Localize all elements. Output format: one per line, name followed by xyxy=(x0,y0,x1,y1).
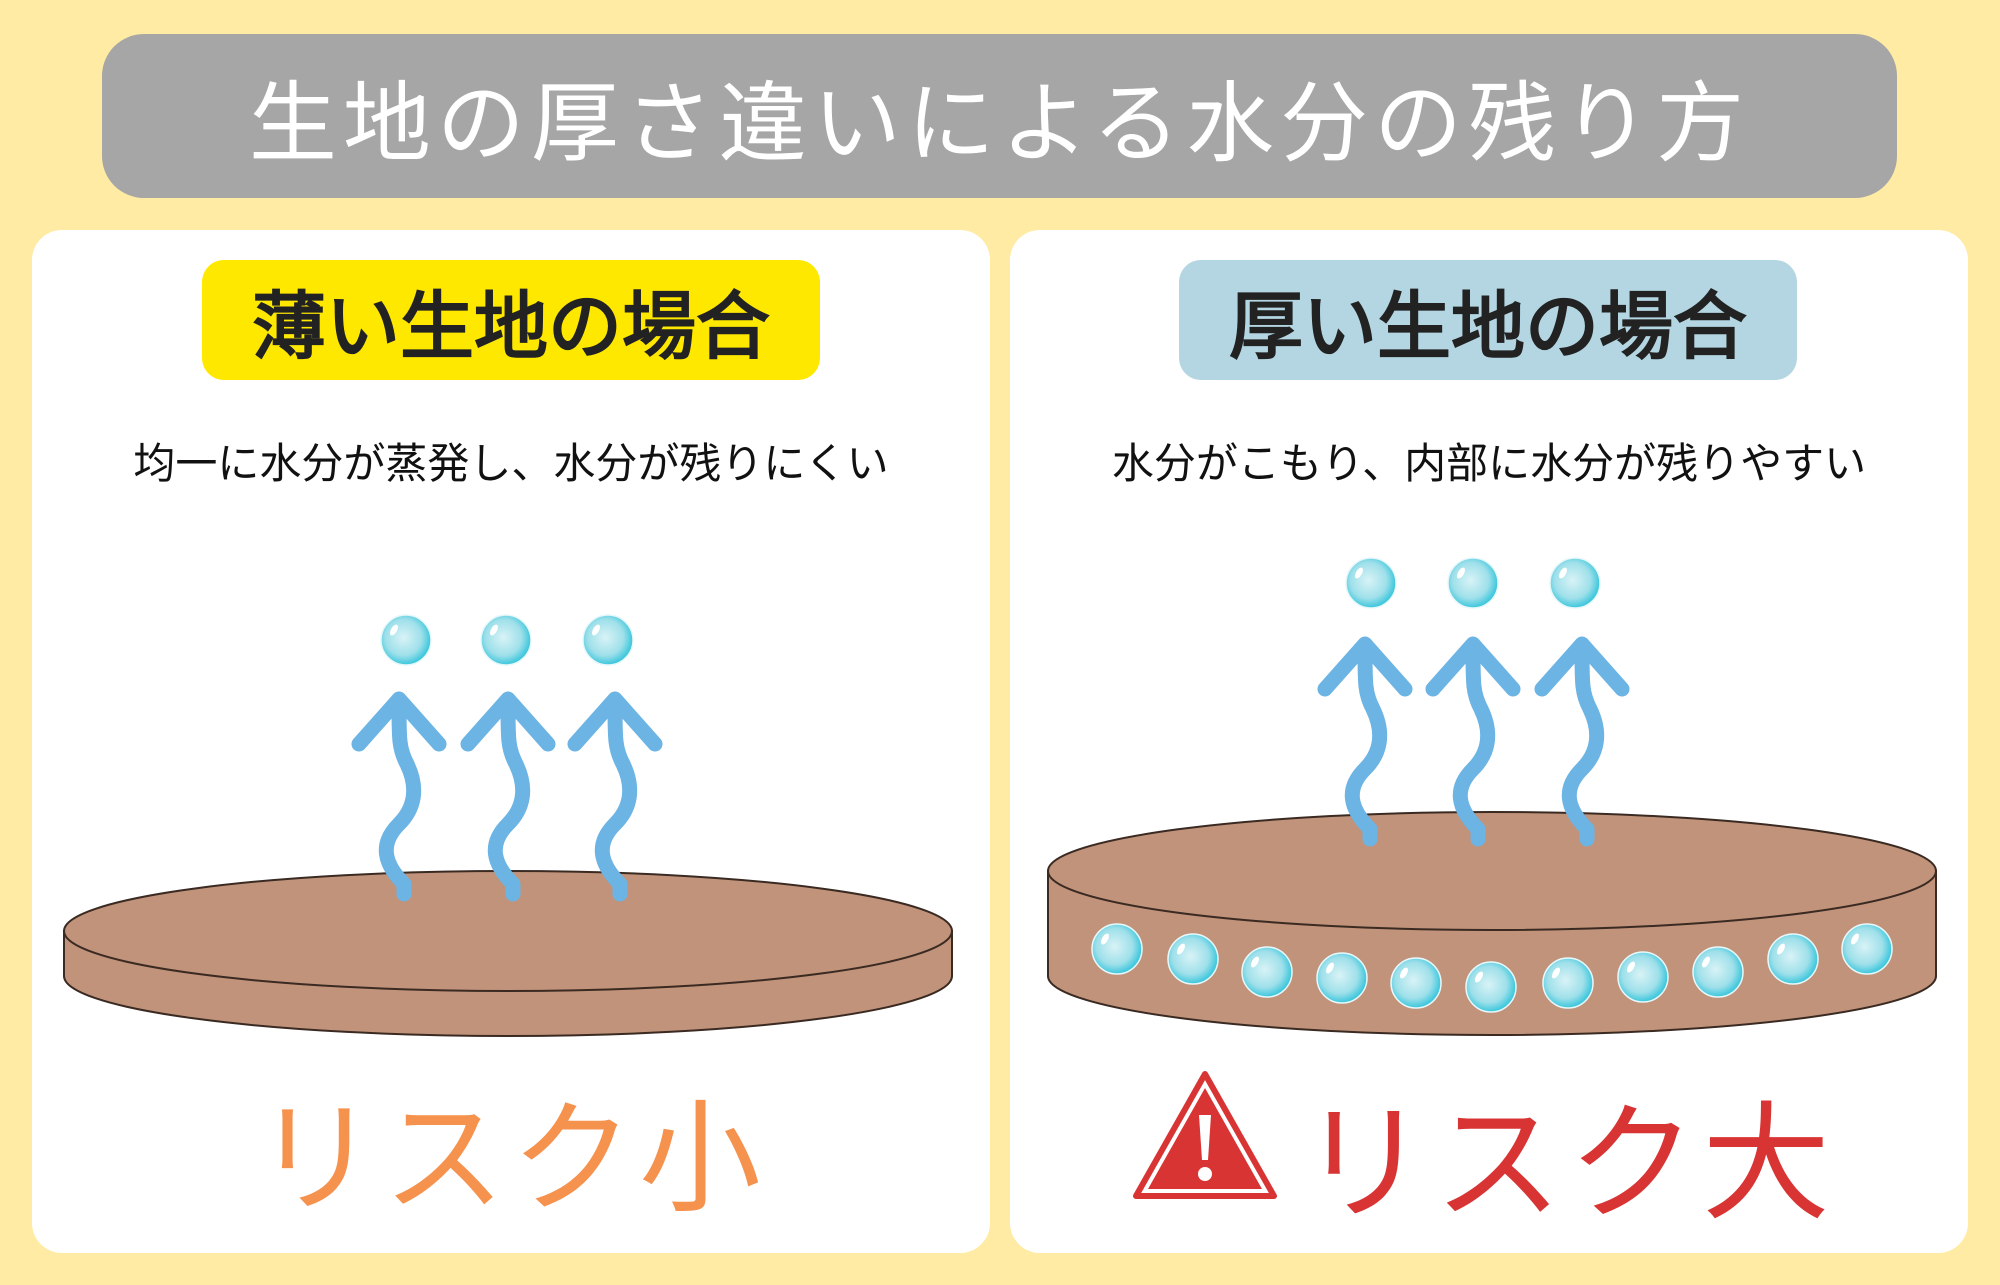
thin-steam-arrows xyxy=(359,699,655,894)
title-bar: 生地の厚さ違いによる水分の残り方 xyxy=(102,34,1897,198)
thin-droplets xyxy=(380,614,634,666)
thick-heading: 厚い生地の場合 xyxy=(1179,260,1797,380)
warning-icon xyxy=(1133,1071,1277,1199)
thin-risk-label: リスク小 xyxy=(255,1088,767,1230)
thin-dough-panel: 薄い生地の場合 均一に水分が蒸発し、水分が残りにくい リスク小 xyxy=(32,230,990,1253)
thin-heading: 薄い生地の場合 xyxy=(202,260,820,380)
thick-risk-label: リスク大 xyxy=(1300,1090,1837,1239)
page-title: 生地の厚さ違いによる水分の残り方 xyxy=(248,71,1751,175)
thick-steam-arrows xyxy=(1325,644,1622,839)
thin-dough-disc xyxy=(63,870,953,1037)
thick-description: 水分がこもり、内部に水分が残りやすい xyxy=(1111,439,1867,488)
thick-dough-panel: 厚い生地の場合 水分がこもり、内部に水分が残りやすい リスク大 xyxy=(1010,230,1968,1253)
thin-description: 均一に水分が蒸発し、水分が残りにくい xyxy=(133,439,889,488)
thick-droplets xyxy=(1345,557,1601,609)
